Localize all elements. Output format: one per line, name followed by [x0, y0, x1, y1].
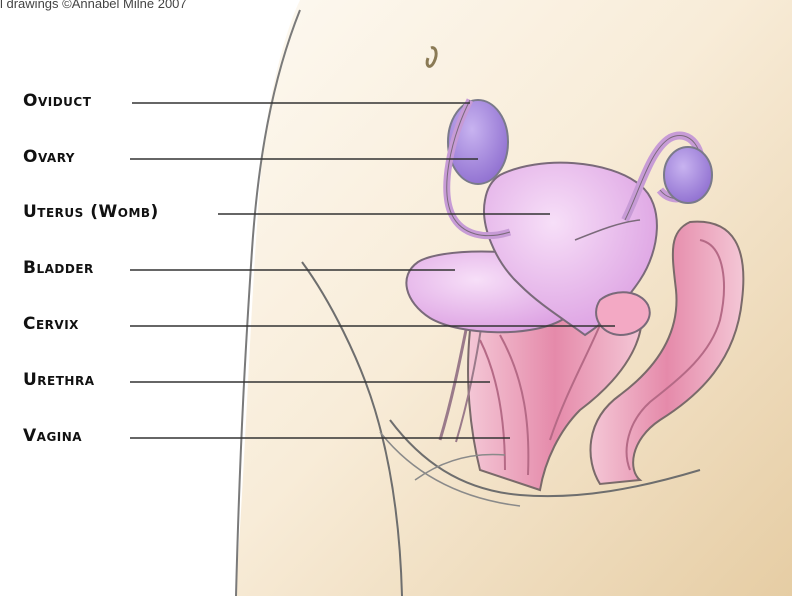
cervix [596, 292, 650, 335]
label-cervix: Cervix [23, 314, 79, 334]
label-bladder: Bladder [23, 258, 94, 278]
label-vagina: Vagina [23, 426, 82, 446]
label-urethra: Urethra [23, 370, 95, 390]
label-oviduct: Oviduct [23, 91, 91, 111]
label-ovary: Ovary [23, 147, 75, 167]
ovary-right [664, 147, 712, 203]
label-uterus: Uterus (Womb) [23, 202, 159, 222]
credit-text: l drawings ©Annabel Milne 2007 [0, 0, 187, 11]
